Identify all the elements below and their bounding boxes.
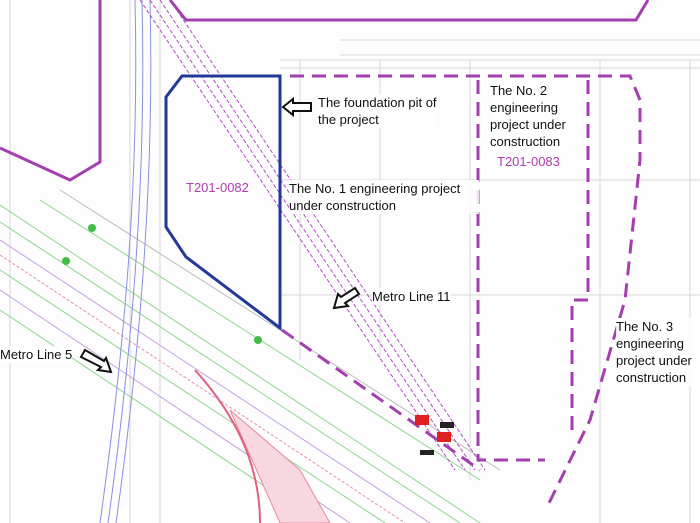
background-grid (9, 0, 700, 523)
pit-plot-code: T201-0082 (186, 180, 249, 195)
arrow-metro11-icon (332, 286, 361, 310)
project1-label: The No. 1 engineering project under cons… (289, 180, 479, 214)
project2-plot-code: T201-0083 (497, 154, 560, 169)
metro5-label: Metro Line 5 (0, 346, 73, 363)
project2-label: The No. 2 engineering project under cons… (490, 82, 578, 150)
project3-label: The No. 3 engineering project under cons… (616, 318, 700, 386)
hatched-area (194, 369, 331, 523)
road-bands (0, 189, 501, 523)
project-2-boundary (281, 74, 642, 506)
station-vehicles (415, 415, 454, 455)
metro-line-5-tracks (99, 0, 152, 523)
metro11-label: Metro Line 11 (372, 288, 451, 305)
arrow-metro5-icon (79, 348, 113, 374)
arrow-foundation-pit-icon (281, 96, 312, 118)
green-markers (62, 224, 262, 344)
foundation-pit-label: The foundation pit of the project (318, 94, 438, 128)
neighbor-boundaries (0, 0, 650, 182)
metro-line-11-tracks (139, 0, 486, 471)
foundation-pit-boundary (164, 74, 282, 332)
arrow-icons (79, 96, 361, 374)
